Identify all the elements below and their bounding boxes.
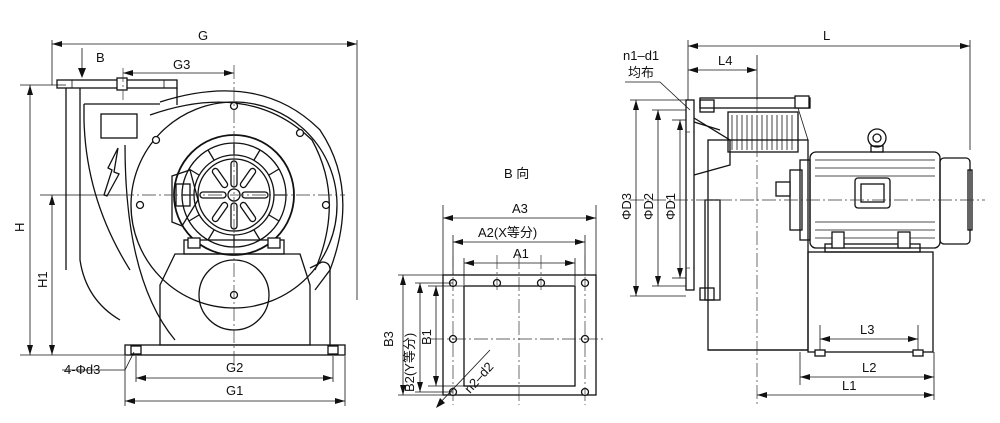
flange-view-title: B 向 <box>504 166 529 181</box>
inlet-hole-note-2: 均布 <box>628 65 654 80</box>
dim-l3-label: L3 <box>860 322 874 337</box>
dim-a2-label: A2(X等分) <box>478 225 537 240</box>
inlet-hole-note: n1–d1 <box>623 48 659 63</box>
dim-g1-label: G1 <box>226 383 243 398</box>
front-view: G B G3 <box>12 28 358 406</box>
dim-h1-label: H1 <box>35 271 50 288</box>
dim-l1-label: L1 <box>842 378 856 393</box>
dim-d2-label: ΦD2 <box>641 193 656 220</box>
base-hole-note: 4-Φd3 <box>64 362 100 377</box>
dim-g2-label: G2 <box>226 360 243 375</box>
dim-h-label: H <box>12 223 27 232</box>
dim-a3-label: A3 <box>512 201 528 216</box>
side-view: L L4 n1–d1 均布 <box>619 28 985 405</box>
dim-g3-label: G3 <box>173 57 190 72</box>
flange-hole-note: n2–d2 <box>461 359 496 396</box>
dim-l-label: L <box>823 28 830 43</box>
dim-b3-label: B3 <box>381 331 396 347</box>
dim-l2-label: L2 <box>862 360 876 375</box>
dim-g-label: G <box>198 28 208 43</box>
direction-b-label: B <box>96 50 105 65</box>
dim-b1-label: B1 <box>419 329 434 345</box>
dim-d3-label: ΦD3 <box>619 193 634 220</box>
dim-b2-label: B2(Y等分) <box>402 333 417 392</box>
dim-d1-label: ΦD1 <box>663 193 678 220</box>
dim-l4-label: L4 <box>718 53 732 68</box>
flange-view: B 向 A3 A2(X等分) A1 <box>381 166 605 408</box>
dim-a1-label: A1 <box>513 246 529 261</box>
